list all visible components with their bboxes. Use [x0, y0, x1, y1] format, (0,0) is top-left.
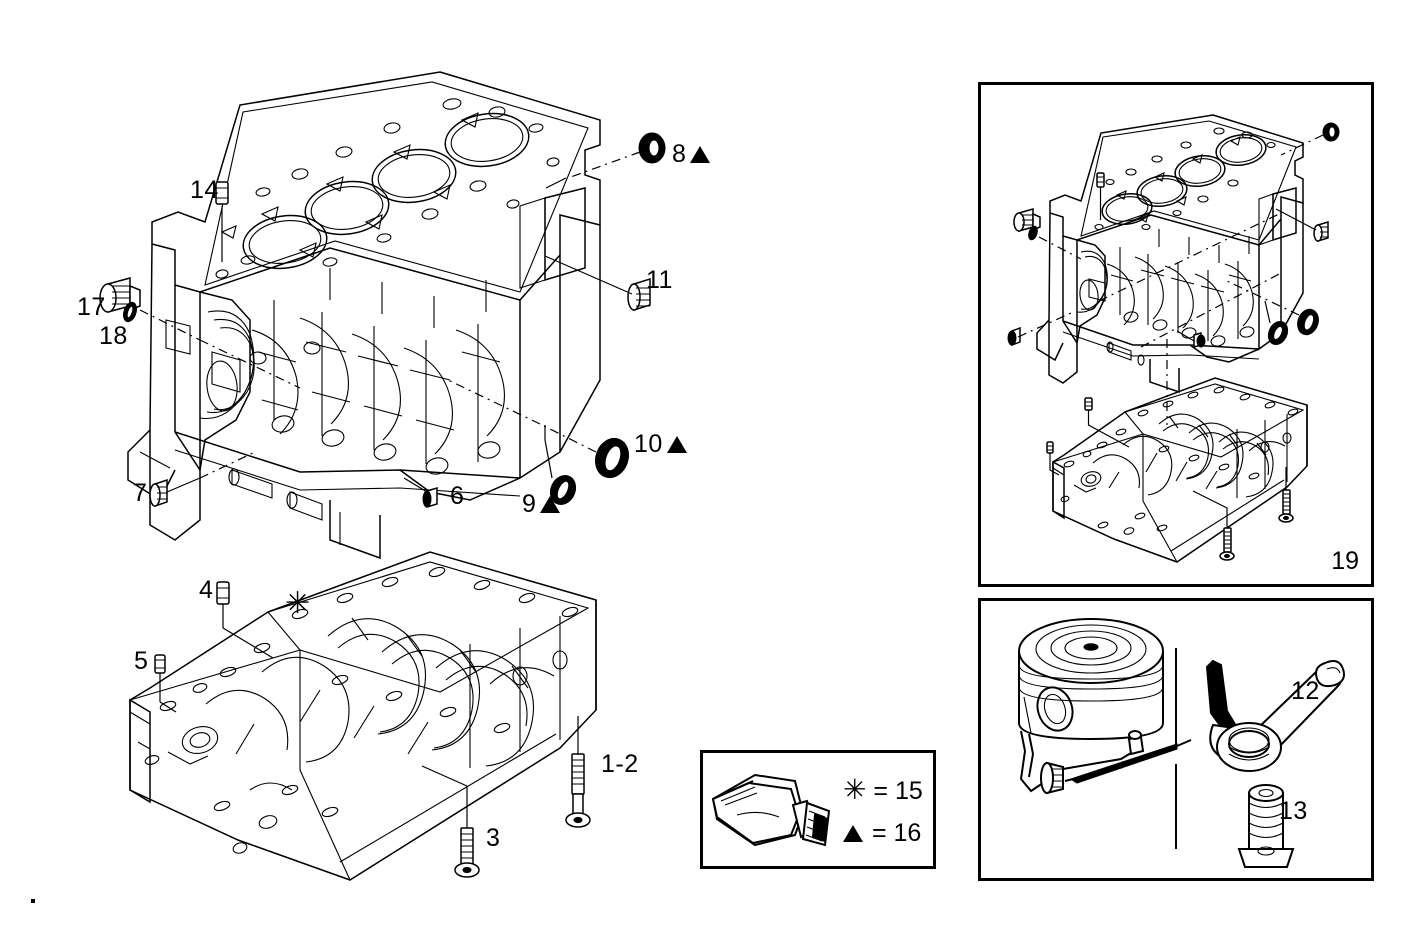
leader-lines	[139, 151, 641, 828]
sealant-symbol-main: ✳	[285, 587, 311, 620]
sealant-tube-icon	[711, 773, 831, 847]
lower-crankcase-bedplate	[129, 551, 597, 881]
triangle-marker-icon	[690, 146, 711, 163]
panel-piston-nozzle: 12 13	[978, 598, 1374, 881]
callout-8: 8	[672, 142, 711, 167]
part-4-dowel-pin	[216, 581, 230, 605]
callout-18: 18	[99, 322, 128, 350]
part-3-crankcase-bolt	[454, 827, 480, 878]
panel-19-number: 19	[1331, 547, 1359, 575]
part-13-banjo-bolt	[1237, 784, 1295, 868]
triangle-marker-icon	[540, 496, 561, 513]
panel-piston-artwork	[1018, 618, 1345, 868]
part-12-oil-spray-nozzle	[1205, 659, 1345, 772]
callout-3: 3	[486, 824, 501, 852]
legend-entry-15: ✳ = 15	[843, 774, 923, 805]
part-10-sealing-ring	[594, 437, 630, 479]
triangle-symbol-icon	[843, 825, 863, 842]
triangle-marker-icon	[666, 436, 687, 453]
part-6-screw-plug	[422, 486, 438, 509]
callout-7: 7	[133, 479, 148, 507]
callout-10: 10	[634, 432, 687, 457]
callout-6: 6	[450, 482, 465, 510]
panel-19-artwork	[1007, 114, 1340, 563]
oil-spray-nozzle-small	[1019, 730, 1145, 795]
nozzle-pointer-spear	[1069, 739, 1192, 784]
panel-alternate-view: 19	[978, 82, 1374, 587]
panel-label-12: 12	[1291, 677, 1320, 705]
asterisk-symbol-icon: ✳	[843, 774, 867, 805]
callout-4: 4	[199, 576, 214, 604]
legend-entry-16: = 16	[843, 819, 921, 848]
panel-label-13: 13	[1279, 797, 1308, 825]
main-exploded-view	[0, 0, 700, 945]
cylinder-block-upper	[127, 71, 601, 560]
callout-14: 14	[190, 176, 219, 204]
callout-17: 17	[77, 293, 106, 321]
registration-mark	[31, 899, 35, 903]
callout-9: 9	[522, 492, 561, 517]
part-17-nozzle-fitting	[99, 277, 141, 313]
part-1-2-main-bearing-bolt	[565, 753, 591, 828]
legend-box: ✳ = 15 = 16	[700, 750, 936, 869]
callout-11: 11	[646, 266, 673, 294]
callout-5: 5	[134, 647, 149, 675]
part-5-dowel-pin	[154, 654, 166, 674]
part-14-dowel-pin	[215, 181, 229, 205]
callout-1-2: 1-2	[601, 750, 639, 778]
part-8-sealing-ring	[638, 132, 666, 164]
part-18-o-ring	[123, 301, 137, 323]
piston-illustration	[1018, 618, 1164, 741]
part-7-screw-plug	[149, 478, 168, 508]
part-11-screw-plug	[627, 277, 651, 312]
